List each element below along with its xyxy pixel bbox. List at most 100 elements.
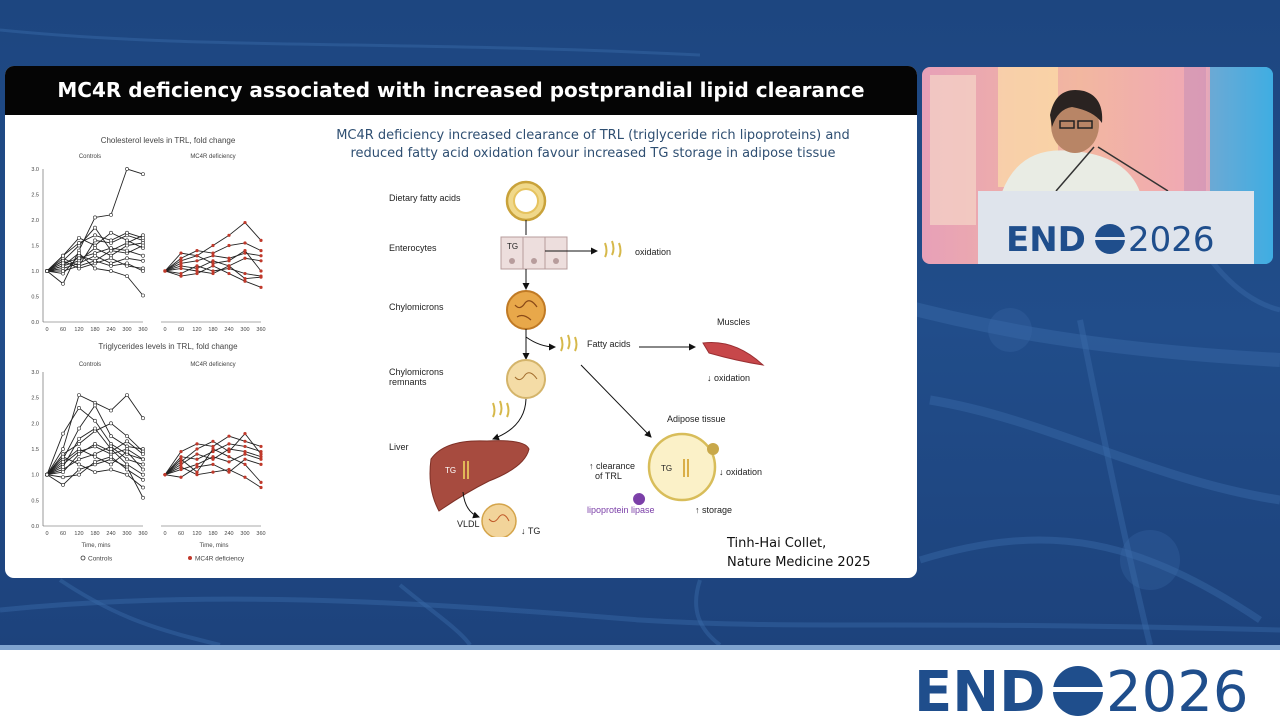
data-point (211, 455, 215, 459)
remnant-fatty-acids-icon (492, 400, 510, 418)
enterocytes-icon: TG (500, 236, 568, 270)
panel-label-controls-top: Controls (79, 154, 101, 160)
x-tick-label: 60 (60, 531, 66, 537)
y-tick-label: 2.0 (31, 421, 39, 427)
data-point (125, 462, 129, 467)
data-point (77, 406, 81, 410)
data-point (227, 256, 231, 260)
data-point (243, 462, 247, 466)
label-remnants-1: Chylomicrons (389, 367, 444, 377)
data-point (259, 480, 263, 484)
y-tick-label: 3.0 (31, 167, 39, 173)
y-tick-label: 0.5 (31, 295, 39, 301)
data-point (259, 485, 263, 490)
x-tick-label: 240 (224, 531, 233, 537)
data-point (61, 483, 65, 487)
micelle-icon (505, 180, 547, 222)
legend-label-controls: Controls (88, 556, 113, 563)
data-point (227, 259, 231, 263)
data-point (179, 271, 183, 276)
data-point (125, 167, 129, 171)
x-axis-label-mc4r: Time, mins (199, 543, 228, 549)
data-point (93, 403, 97, 408)
data-point (77, 441, 81, 446)
legend-marker-mc4r (188, 556, 192, 560)
data-point (227, 434, 231, 438)
data-point (141, 495, 145, 500)
data-point (195, 259, 199, 263)
data-point (195, 442, 199, 446)
y-tick-label: 2.5 (31, 396, 39, 402)
data-point (109, 462, 113, 467)
label-vldl: VLDL (457, 519, 480, 529)
data-point (125, 472, 129, 477)
data-point (45, 472, 49, 477)
x-tick-label: 360 (138, 327, 147, 333)
data-point (141, 293, 145, 298)
data-point (61, 281, 65, 286)
data-point (141, 258, 145, 263)
data-point (77, 447, 81, 451)
data-point (141, 243, 145, 248)
data-point (179, 475, 183, 479)
x-tick-label: 300 (240, 531, 249, 537)
data-point (259, 269, 263, 273)
data-point (179, 465, 183, 469)
label-adipose-tissue: Adipose tissue (667, 414, 726, 424)
data-point (195, 452, 199, 456)
label-clearance-2: of TRL (595, 471, 622, 481)
data-point (141, 477, 145, 482)
data-point (243, 220, 247, 225)
citation-author: Tinh-Hai Collet, (727, 536, 827, 551)
data-point (141, 462, 145, 467)
data-point (243, 475, 247, 479)
data-point (125, 230, 129, 235)
data-point (125, 274, 129, 279)
lipid-charts: Cholesterol levels in TRL, fold change C… (31, 136, 265, 563)
x-tick-label: 360 (256, 327, 265, 333)
x-tick-label: 60 (178, 531, 184, 537)
label-tg-enterocyte: TG (507, 242, 518, 251)
data-point (211, 462, 215, 466)
data-point (211, 261, 215, 265)
data-point (227, 233, 231, 237)
data-point (141, 416, 145, 421)
label-liver: Liver (389, 442, 409, 452)
data-point (227, 442, 231, 446)
data-point (125, 261, 129, 266)
x-tick-label: 300 (122, 531, 131, 537)
data-point (195, 462, 199, 466)
x-axis-label-controls: Time, mins (81, 543, 110, 549)
data-point (61, 447, 65, 451)
label-oxidation-enterocyte: oxidation (635, 247, 671, 257)
chart-title-cholesterol: Cholesterol levels in TRL, fold change (101, 136, 236, 145)
data-point (211, 470, 215, 474)
data-point (195, 447, 199, 451)
data-point (93, 470, 97, 475)
data-point (227, 455, 231, 459)
data-point (179, 264, 183, 268)
label-tg-adipose: TG (661, 464, 672, 473)
data-point (243, 444, 247, 449)
data-point (243, 251, 247, 255)
lipoprotein-lipase-icon (633, 493, 646, 505)
data-point (109, 238, 113, 243)
data-point (227, 266, 231, 271)
label-muscle-oxidation: ↓ oxidation (707, 373, 750, 383)
data-point (195, 254, 199, 258)
data-point (61, 454, 65, 459)
data-point (227, 447, 231, 451)
data-point (243, 271, 247, 276)
data-point (243, 279, 247, 283)
data-point (179, 274, 183, 278)
data-point (211, 243, 215, 248)
label-adipose-oxidation: ↓ oxidation (719, 467, 762, 477)
data-point (211, 447, 215, 451)
data-point (243, 277, 247, 281)
data-point (125, 449, 129, 454)
label-clearance-1: ↑ clearance (589, 461, 635, 471)
panel-label-controls-bottom: Controls (79, 362, 101, 368)
data-point (179, 462, 183, 466)
data-point (211, 271, 215, 276)
data-point (77, 452, 81, 457)
